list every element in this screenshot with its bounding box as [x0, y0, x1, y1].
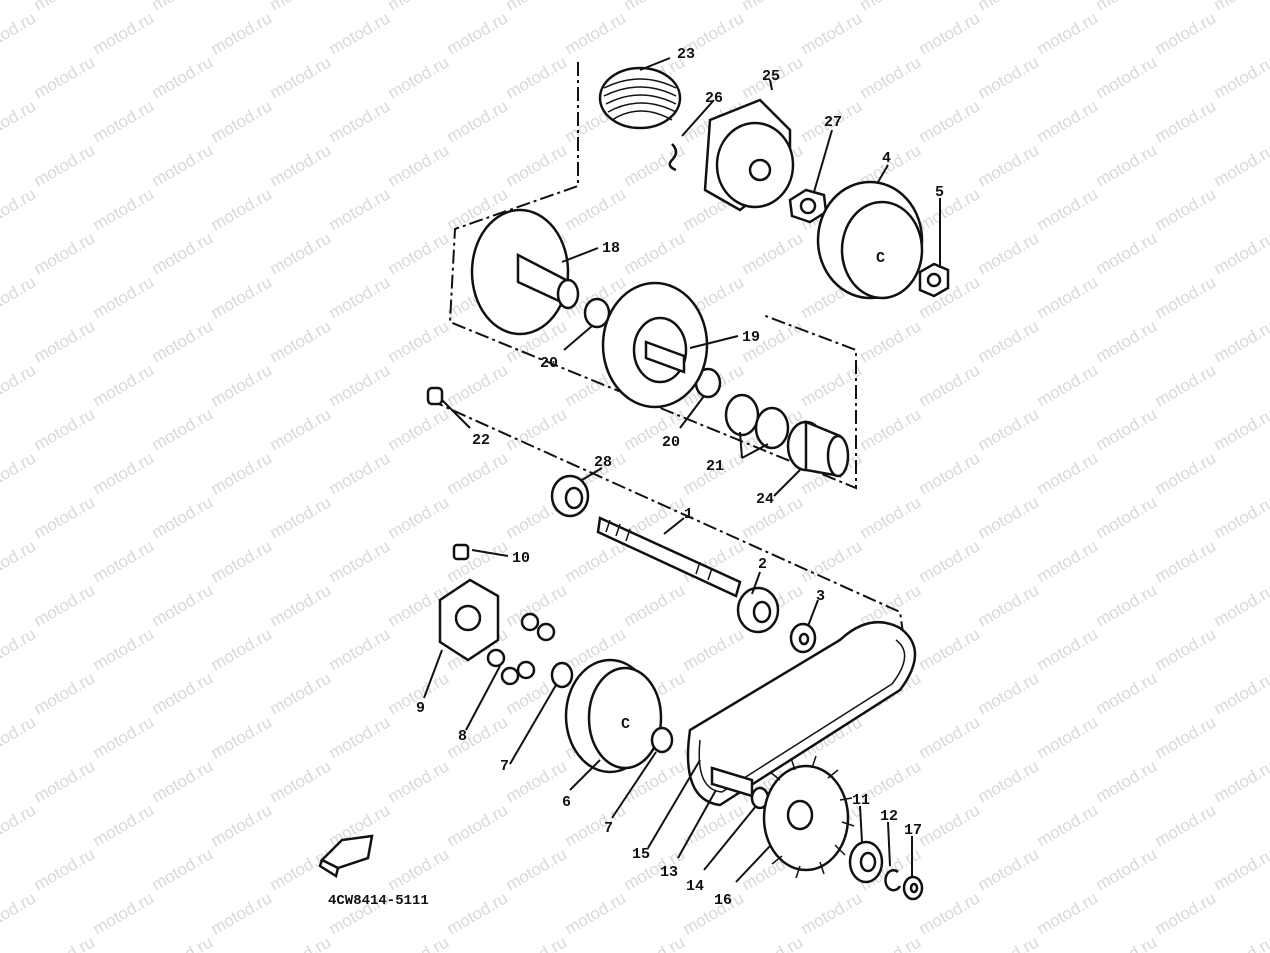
- bearing-28: [550, 474, 590, 518]
- shaft-1: [596, 516, 742, 598]
- spring-23: [598, 66, 682, 130]
- callout-6: 6: [562, 794, 571, 811]
- diagram-code: 4CW8414-5111: [328, 893, 429, 909]
- washer-3: [789, 622, 817, 654]
- callout-20b: 20: [662, 434, 680, 451]
- o-ring-21a: [724, 393, 760, 437]
- callout-19: 19: [742, 329, 760, 346]
- callout-27: 27: [824, 114, 842, 131]
- callout-8: 8: [458, 728, 467, 745]
- v-belt-15: [686, 620, 917, 807]
- callout-13: 13: [660, 864, 678, 881]
- callout-20a: 20: [540, 355, 558, 372]
- clutch-housing-4: C: [816, 180, 924, 300]
- callout-10: 10: [512, 550, 530, 567]
- callout-14: 14: [686, 878, 704, 895]
- bearing-2: [736, 586, 780, 634]
- callout-7a: 7: [500, 758, 509, 775]
- sliding-sheave-19: [601, 281, 709, 409]
- sheave-18: [470, 208, 580, 336]
- callout-25: 25: [762, 68, 780, 85]
- callout-1: 1: [684, 506, 693, 523]
- nut-27: [788, 188, 828, 224]
- callout-9: 9: [416, 700, 425, 717]
- collar-7b: [650, 726, 674, 754]
- callout-22: 22: [472, 432, 490, 449]
- clutch-carrier-25: [703, 98, 795, 212]
- callout-11: 11: [852, 792, 870, 809]
- callout-18: 18: [602, 240, 620, 257]
- callout-3: 3: [816, 588, 825, 605]
- collar-7a: [550, 661, 574, 689]
- callout-5: 5: [935, 184, 944, 201]
- cam-9: [438, 578, 500, 662]
- callout-23: 23: [677, 46, 695, 63]
- o-ring-21b: [754, 406, 790, 450]
- nut-5: [918, 262, 950, 298]
- pin-22: [426, 386, 444, 406]
- callout-4: 4: [882, 150, 891, 167]
- callout-2: 2: [758, 556, 767, 573]
- callout-16: 16: [714, 892, 732, 909]
- callout-labels: 23 26 25 27 4 5 18 19 20 20 22 21 24 28 …: [416, 46, 944, 909]
- leader-lines: [423, 57, 941, 883]
- callout-21: 21: [706, 458, 724, 475]
- slider-10: [452, 543, 470, 561]
- collar-24: [786, 420, 850, 478]
- bearing-11: [848, 840, 884, 884]
- fwd-logo: [318, 834, 374, 878]
- callout-28: 28: [594, 454, 612, 471]
- callout-24: 24: [756, 491, 774, 508]
- callout-12: 12: [880, 808, 898, 825]
- callout-7b: 7: [604, 820, 613, 837]
- callout-15: 15: [632, 846, 650, 863]
- callout-17: 17: [904, 822, 922, 839]
- primary-sheave-6: C: [564, 658, 663, 774]
- clip-12: [884, 869, 902, 892]
- callout-26: 26: [705, 90, 723, 107]
- svg-text:C: C: [621, 716, 630, 733]
- fan-16: [762, 755, 855, 879]
- pin-26: [668, 143, 678, 172]
- svg-text:C: C: [876, 250, 885, 267]
- nut-17: [902, 875, 924, 901]
- weights-8: [486, 612, 556, 686]
